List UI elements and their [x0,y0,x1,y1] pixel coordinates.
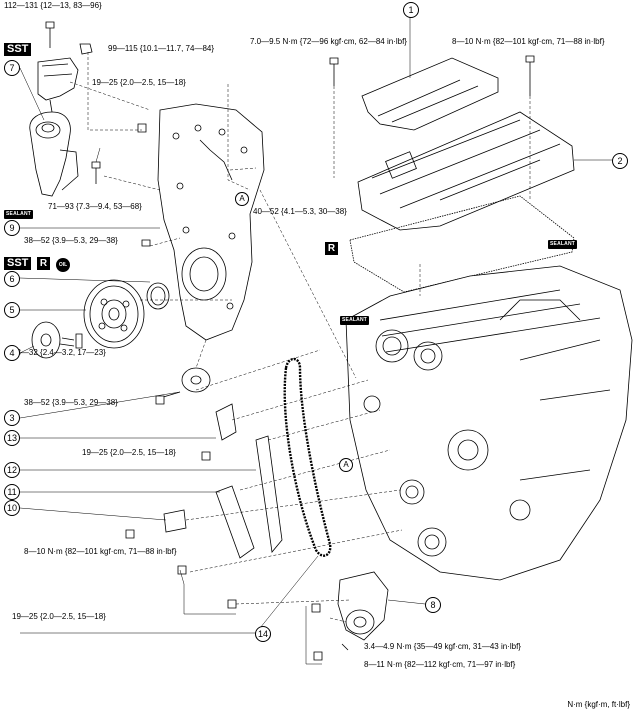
front-oil-seal-illustration [146,282,170,310]
callout-12: 12 [4,462,20,478]
mount-bolt-illustration [45,21,101,184]
cylinder-head-cover-spacer-illustration [361,57,499,131]
head-cover-bolt-illustration [329,55,535,96]
timing-chain-illustration [283,357,332,557]
callout-13: 13 [4,430,20,446]
engine-block-illustration [345,265,633,581]
sealant-badge-block: SEALANT [340,316,370,325]
torque-spec-mount-nut: 99—115 {10.1—11.7, 74—84} [108,44,215,53]
callout-14: 14 [255,626,271,642]
replace-badge-gasket: R [325,242,338,255]
callout-8: 8 [425,597,441,613]
idler-pulley-illustration [159,367,211,399]
chain-guide-illustration [163,403,283,559]
crankshaft-pulley-illustration [83,279,145,349]
torque-spec-tensioner-bolt: 8—10 N·m {82—101 kgf·cm, 71—88 in·lbf} [24,547,177,556]
drive-belt-auto-tensioner-illustration [337,571,389,641]
replace-badge-seal: R [37,257,50,270]
unit-note: N·m {kgf·m, ft·lbf} [567,700,630,709]
torque-spec-head-cover-bolt: 8—10 N·m {82—101 kgf·cm, 71—88 in·lbf} [452,37,605,46]
torque-spec-idler-bolt: 38—52 {3.9—5.3, 29—38} [24,398,118,407]
callout-4: 4 [4,345,20,361]
sst-badge-mount: SST [4,43,32,56]
callout-5: 5 [4,302,20,318]
cylinder-head-cover-illustration [357,111,575,231]
torque-spec-cover-a-bolt: 40—52 {4.1—5.3, 30—38} [253,207,347,216]
sealant-badge-head: SEALANT [548,240,578,249]
timing-chain-cover-illustration [157,103,265,341]
callout-11: 11 [4,484,20,500]
engine-mount-illustration [29,57,79,197]
callout-10: 10 [4,500,20,516]
callout-3: 3 [4,410,20,426]
torque-spec-mount-bracket-bolt: 71—93 {7.3—9.4, 53—68} [48,202,142,211]
callout-6: 6 [4,271,20,287]
torque-spec-auto-tensioner-nut: 8—11 N·m {82—112 kgf·cm, 71—97 in·lbf} [364,660,516,669]
torque-spec-guide-bolt: 19—25 {2.0—2.5, 15—18} [12,612,106,621]
callout-7: 7 [4,60,20,76]
torque-spec-cover-side-bolt: 38—52 {3.9—5.3, 29—38} [24,236,118,245]
callout-1: 1 [403,2,419,18]
reference-mark-a-block: A [339,458,353,472]
callout-2: 2 [612,153,628,169]
head-cover-gasket-illustration [349,195,575,293]
sst-badge-pulley: SST [4,257,32,270]
crankshaft-washer-illustration [31,321,83,359]
torque-spec-auto-tensioner-bolt: 3.4—4.9 N·m {35—49 kgf·cm, 31—43 in·lbf} [364,642,521,651]
torque-spec-cover-upper-bolt: 19—25 {2.0—2.5, 15—18} [92,78,186,87]
sealant-badge-cover: SEALANT [4,210,34,219]
torque-spec-pulley-bolt: 23—32 {2.4—3.2, 17—23} [12,348,106,357]
callout-9: 9 [4,220,20,236]
alignment-dashed-lines [69,52,531,623]
reference-mark-a-cover: A [235,192,249,206]
torque-spec-head-cover-stud: 7.0—9.5 N·m {72—96 kgf·cm, 62—84 in·lbf} [250,37,407,46]
torque-spec-mount-top-bolt: 112—131 {12—13, 83—96} [4,1,102,10]
misc-bolt-illustration [125,123,349,661]
torque-spec-bracket-bolt: 19—25 {2.0—2.5, 15—18} [82,448,176,457]
oil-icon: OIL [56,258,70,272]
